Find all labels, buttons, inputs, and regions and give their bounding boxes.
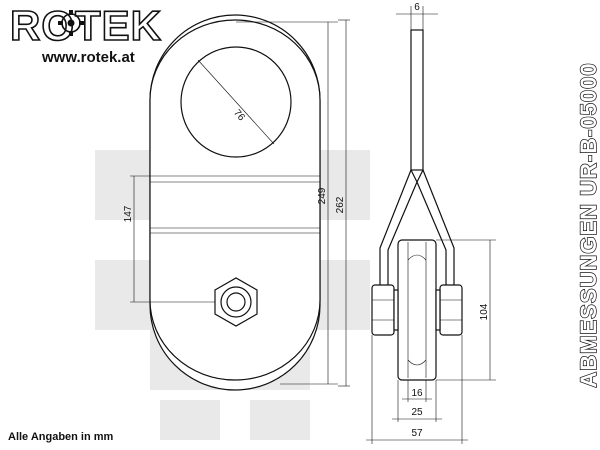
dim-overall-height: 262 (335, 19, 350, 387)
vertical-title: ABMESSUNGEN UR-B-05000 (576, 62, 600, 387)
units-note: Alle Angaben in mm (8, 431, 114, 443)
dim-groove-width: 16 (402, 380, 432, 402)
svg-text:57: 57 (411, 428, 423, 439)
svg-text:104: 104 (479, 303, 490, 320)
svg-text:6: 6 (414, 2, 420, 13)
pulley-side-view (371, 29, 463, 381)
svg-text:249: 249 (317, 187, 328, 204)
dim-plate-height: 249 (236, 21, 338, 385)
logo-text: ROTEK (10, 2, 162, 49)
svg-text:262: 262 (335, 196, 346, 213)
pulley-front-view (149, 14, 321, 391)
dim-sheave-diameter: 104 (436, 239, 496, 381)
dim-plate-thickness: 6 (396, 2, 438, 30)
dim-sheave-width: 25 (392, 380, 442, 422)
rotek-logo: ROTEK (9, 1, 162, 50)
dim-strap-spacing: 147 (123, 175, 215, 303)
svg-text:16: 16 (411, 388, 423, 399)
axle-nut-right (439, 284, 463, 336)
svg-text:147: 147 (123, 205, 134, 222)
svg-text:25: 25 (411, 407, 423, 418)
gear-icon (58, 10, 84, 36)
website-url: www.rotek.at (41, 49, 135, 66)
dim-overall-width: 57 (366, 335, 468, 444)
sheave (397, 239, 437, 381)
axle-nut-left (371, 284, 395, 336)
